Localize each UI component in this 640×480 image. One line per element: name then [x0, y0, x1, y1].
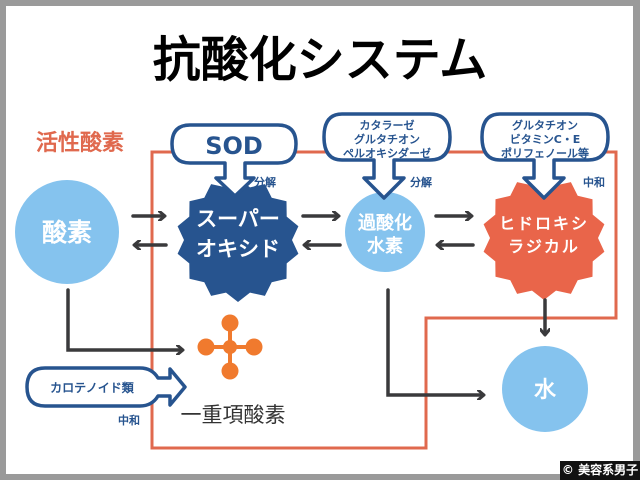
singlet-oxygen-molecule-icon — [197, 314, 263, 380]
copyright-watermark: © 美容系男子 — [560, 461, 640, 480]
h2o2-enzyme-line2: グルタチオン — [354, 132, 420, 146]
carotenoids-callout — [25, 366, 187, 408]
h2o2-enzymes-action: 分解 — [410, 175, 432, 189]
singlet-oxygen-label: 一重項酸素 — [181, 403, 286, 427]
oxygen-node — [15, 180, 119, 284]
sod-callout — [170, 123, 298, 198]
antioxidant-line2: ビタミンC・E — [510, 132, 581, 146]
antioxidant-line3: ポリフェノール等 — [501, 146, 589, 160]
oxygen-label: 酸素 — [42, 218, 92, 247]
antioxidant-line1: グルタチオン — [512, 118, 578, 132]
hydroxyl-label-line1: ヒドロキシ — [499, 214, 589, 233]
superoxide-node — [177, 178, 299, 302]
hydrogen-peroxide-label-line2: 水素 — [367, 235, 403, 257]
superoxide-label-line1: スーパー — [196, 207, 280, 231]
hydroxyl-label-line2: ラジカル — [508, 237, 580, 256]
h2o2-enzyme-line3: ペルオキシダーゼ — [343, 146, 431, 160]
hydrogen-peroxide-label-line1: 過酸化 — [358, 212, 412, 234]
hydrogen-peroxide-node — [345, 192, 425, 272]
active-oxygen-frame — [150, 150, 618, 450]
arrow-h2o2-to-water — [386, 288, 483, 395]
sod-label: SOD — [205, 132, 263, 160]
arrow-oxygen-to-singlet-oxygen — [66, 288, 182, 350]
antioxidants-callout — [480, 112, 610, 200]
carotenoids-label: カロテノイド類 — [50, 380, 135, 395]
h2o2-enzyme-line1: カタラーゼ — [360, 118, 415, 132]
frame-label: 活性酸素 — [36, 130, 124, 156]
superoxide-label-line2: オキシド — [196, 237, 280, 261]
h2o2-enzymes-callout — [322, 112, 452, 200]
sod-action: 分解 — [254, 175, 276, 189]
water-label: 水 — [534, 378, 557, 403]
page-title: 抗酸化システム — [153, 32, 488, 88]
hydroxyl-radical-node — [483, 176, 605, 300]
carotenoids-action: 中和 — [118, 413, 140, 427]
antioxidants-action: 中和 — [583, 175, 605, 189]
water-node — [502, 346, 588, 432]
